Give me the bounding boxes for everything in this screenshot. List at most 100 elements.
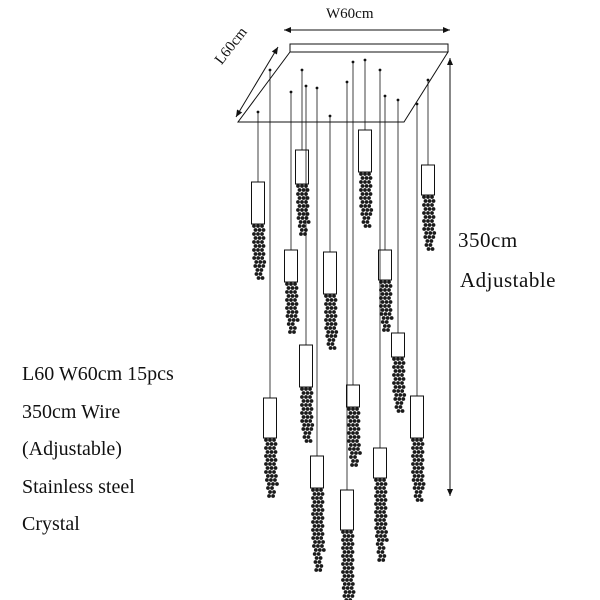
crystal-bead [396,381,400,385]
crystal-bead [422,211,426,215]
crystal-bead [363,172,367,176]
pendant-light [421,78,437,251]
crystal-bead [312,532,317,536]
crystal-bead [380,320,385,324]
crystal-bead [254,272,259,276]
crystal-bead [419,470,423,474]
crystal-bead [400,357,404,361]
crystal-bead [293,306,297,310]
crystal-bead [359,204,364,208]
crystal-bead [350,542,355,546]
crystal-bead [268,462,272,466]
steel-tube [284,249,298,283]
crystal-bead [290,302,295,306]
crystal-bead [412,458,417,462]
crystal-bead [393,377,398,381]
crystal-bead [351,407,355,411]
crystal-bead [380,308,385,312]
crystal-strands [311,488,326,572]
crystal-bead [362,216,367,220]
crystal-bead [311,536,316,540]
crystal-bead [397,385,402,389]
crystal-bead [412,442,417,446]
crystal-bead [320,516,325,520]
crystal-bead [264,446,268,450]
crystal-bead [349,530,353,534]
crystal-bead [316,492,321,496]
crystal-bead [296,200,300,204]
crystal-bead [306,220,311,224]
crystal-bead [363,188,367,192]
crystal-bead [382,328,386,332]
crystal-bead [256,232,260,236]
crystal-bead [388,308,393,312]
crystal-bead [301,407,306,411]
crystal-bead [383,280,387,284]
crystal-bead [426,219,430,223]
crystal-bead [431,223,436,227]
crystal-bead [347,431,351,435]
steel-tube [340,489,354,531]
crystal-bead [347,439,351,443]
crystal-bead [350,463,354,467]
crystal-bead [313,548,318,552]
crystal-bead [426,195,430,199]
crystal-bead [256,240,260,244]
crystal-bead [302,423,307,427]
crystal-bead [305,212,310,216]
crystal-bead [396,373,400,377]
crystal-bead [417,482,422,486]
crystal-bead [349,586,354,590]
crystal-strands [300,387,315,443]
crystal-bead [319,496,323,500]
crystal-bead [345,578,349,582]
crystal-bead [350,558,355,562]
crystal-bead [334,330,339,334]
wire-anchor [345,80,349,84]
arrow-head [447,58,453,65]
crystal-bead [329,322,334,326]
crystal-bead [431,215,436,219]
crystal-bead [401,397,406,401]
crystal-bead [419,498,424,502]
crystal-bead [320,500,325,504]
crystal-bead [273,458,278,462]
crystal-bead [398,405,403,409]
crystal-bead [349,546,353,550]
crystal-bead [253,244,258,248]
crystal-bead [367,224,372,228]
crystal-bead [427,207,432,211]
crystal-bead [387,296,391,300]
crystal-bead [346,542,351,546]
crystal-bead [353,443,357,447]
steel-tube [263,397,277,439]
crystal-bead [330,330,335,334]
width-label: W60cm [326,6,374,22]
crystal-bead [378,554,383,558]
crystal-bead [290,310,295,314]
crystal-bead [308,411,312,415]
crystal-bead [345,554,349,558]
crystal-bead [290,322,295,326]
dimension-lines [235,27,453,496]
crystal-bead [379,498,384,502]
crystal-bead [289,290,293,294]
crystal-bead [314,556,319,560]
crystal-bead [286,310,291,314]
crystal-bead [374,502,378,506]
crystal-strands [252,224,267,280]
crystal-bead [325,306,330,310]
crystal-bead [349,554,353,558]
crystal-bead [324,318,328,322]
wire-anchor [300,68,304,72]
crystal-bead [260,248,264,252]
crystal-bead [356,411,361,415]
crystal-bead [368,176,373,180]
crystal-bead [328,318,332,322]
crystal-bead [421,482,426,486]
crystal-bead [300,208,304,212]
crystal-bead [299,228,304,232]
crystal-bead [333,334,338,338]
crystal-bead [294,310,299,314]
crystal-bead [332,310,336,314]
